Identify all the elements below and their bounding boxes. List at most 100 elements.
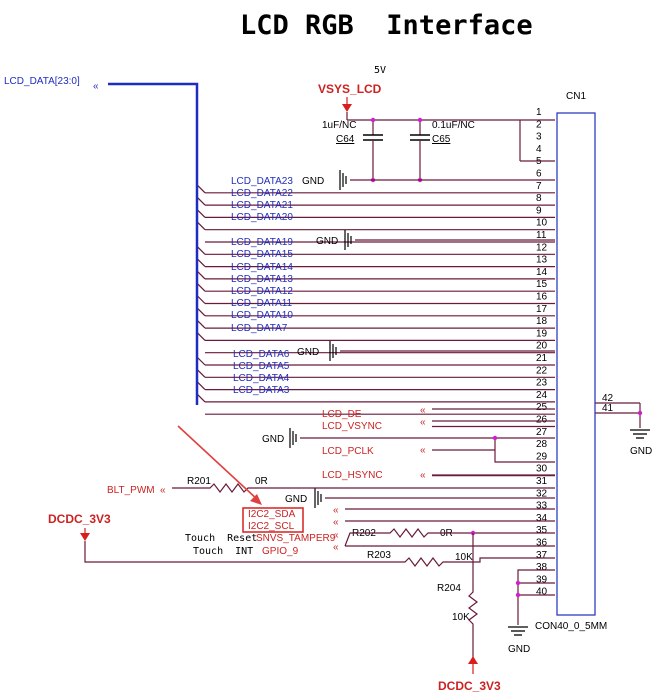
net-label: LCD_DATA12 — [231, 286, 293, 297]
connector-pin-number: 17 — [536, 304, 548, 315]
bus-entry — [196, 319, 206, 329]
schematic-title: LCD RGB Interface — [240, 10, 533, 41]
connector-pin-number: 9 — [536, 205, 542, 216]
net-label: LCD_DATA11 — [231, 298, 293, 309]
resistor-r204-wire — [468, 533, 478, 658]
net-label-lcd-de: LCD_DE — [322, 409, 362, 420]
offpage-connector-icon: « — [333, 505, 339, 516]
resistor-r203-wire — [84, 541, 555, 567]
svg-text:«: « — [420, 445, 426, 456]
offpage-connector-icon: « — [333, 517, 339, 528]
connector-ref: CN1 — [566, 91, 586, 102]
connector-pin-number: 22 — [536, 365, 548, 376]
connector-pin-number: 2 — [536, 119, 542, 130]
ground-right-icon — [630, 429, 650, 439]
bus-entry — [196, 221, 206, 231]
connector-pin-number: 8 — [536, 193, 542, 204]
bus-entry — [196, 381, 206, 391]
junction-dot — [417, 117, 423, 123]
net-label: LCD_DATA19 — [231, 237, 293, 248]
offpage-connector-icons: « « « « — [420, 405, 426, 481]
cap-c65-ref: C65 — [432, 134, 451, 145]
connector-pin-number: 20 — [536, 341, 548, 352]
svg-text:«: « — [420, 470, 426, 481]
vsys-lcd-label: VSYS_LCD — [318, 82, 382, 96]
vsys-arrow-icon — [342, 104, 352, 112]
net-label: LCD_DATA23 — [231, 176, 293, 187]
bus-entry — [196, 368, 206, 378]
r201-value: 0R — [255, 476, 268, 487]
connector-pin-number: 6 — [536, 169, 542, 180]
pin-41-label: 41 — [602, 403, 614, 414]
net-label: LCD_DATA20 — [231, 212, 293, 223]
connector-body — [556, 112, 596, 616]
connector-pin-number: 16 — [536, 292, 548, 303]
dcdc-left-arrow-icon — [80, 533, 90, 541]
power-5v-label: 5V — [374, 65, 386, 76]
net-label-snvs-tamper9: SNVS_TAMPER9 — [256, 533, 336, 544]
net-label: LCD_DATA22 — [231, 188, 293, 199]
bus-entry — [196, 270, 206, 280]
connector-pin-number: 29 — [536, 451, 548, 462]
bus-label: LCD_DATA[23:0] — [4, 76, 80, 87]
connector-pin-number: 15 — [536, 279, 548, 290]
bus-entry — [196, 331, 206, 341]
gnd-label: GND — [285, 494, 307, 505]
net-label: LCD_DATA13 — [231, 274, 293, 285]
offpage-connector-icon: « — [333, 542, 339, 553]
gnd-label: GND — [508, 644, 530, 655]
connector-part: CON40_0_5MM — [535, 621, 607, 632]
resistor-r201-wire — [172, 483, 555, 493]
net-label-blt-pwm: BLT_PWM — [107, 485, 155, 496]
connector-pin-number: 12 — [536, 242, 548, 253]
offpage-connector-icon: « — [333, 530, 339, 541]
connector-pin-number: 30 — [536, 464, 548, 475]
connector-pin-number: 38 — [536, 562, 548, 573]
bus-entry — [196, 258, 206, 268]
net-label: LCD_DATA6 — [233, 349, 290, 360]
gnd-label: GND — [262, 434, 284, 445]
connector-pin-number: 14 — [536, 267, 548, 278]
gnd-label: GND — [302, 176, 324, 187]
bus-entry — [196, 184, 206, 194]
dcdc-bottom-arrow-icon — [468, 656, 478, 664]
bus-entry — [196, 208, 206, 218]
connector-pin-number: 40 — [536, 587, 548, 598]
connector-pin-number: 7 — [536, 181, 542, 192]
svg-text:«: « — [420, 417, 426, 428]
connector-pin-number: 10 — [536, 218, 548, 229]
connector-pin-number: 4 — [536, 144, 542, 155]
capacitor-c65-symbol — [410, 120, 430, 180]
connector-pin-number: 19 — [536, 328, 548, 339]
connector-pin-number: 5 — [536, 156, 542, 167]
cap-c65-value: 0.1uF/NC — [432, 120, 475, 131]
gnd-label: GND — [316, 236, 338, 247]
dcdc-3v3-bottom-label: DCDC_3V3 — [438, 679, 501, 693]
svg-text:«: « — [420, 405, 426, 416]
connector-pin-number: 21 — [536, 353, 548, 364]
connector-pin-number: 27 — [536, 427, 548, 438]
net-label-lcd-pclk: LCD_PCLK — [322, 446, 374, 457]
r204-ref: R204 — [437, 583, 461, 594]
connector-pin-number: 31 — [536, 476, 548, 487]
touch-int-label: Touch INT — [193, 546, 253, 557]
net-label-gpio9: GPIO_9 — [262, 546, 299, 557]
connector-pin-number: 18 — [536, 316, 548, 327]
connector-pin-number: 24 — [536, 390, 548, 401]
capacitor-c64-symbol — [363, 120, 383, 180]
gnd-label: GND — [297, 347, 319, 358]
i2c-highlight-box — [242, 507, 304, 533]
connector-pin-number: 33 — [536, 501, 548, 512]
net-label: LCD_DATA5 — [233, 361, 290, 372]
r201-ref: R201 — [187, 476, 211, 487]
touch-reset-label: Touch Reset — [185, 533, 257, 544]
ground-symbols — [289, 170, 352, 508]
callout-arrow — [177, 425, 259, 501]
connector-pin-number: 36 — [536, 538, 548, 549]
bus-entry — [196, 196, 206, 206]
wire-pin28-29 — [494, 438, 555, 463]
bus-offpage-icon: « — [93, 81, 99, 92]
connector-pin-number: 1 — [536, 107, 542, 118]
connector-pin-number: 23 — [536, 378, 548, 389]
junction-dot — [370, 117, 376, 123]
